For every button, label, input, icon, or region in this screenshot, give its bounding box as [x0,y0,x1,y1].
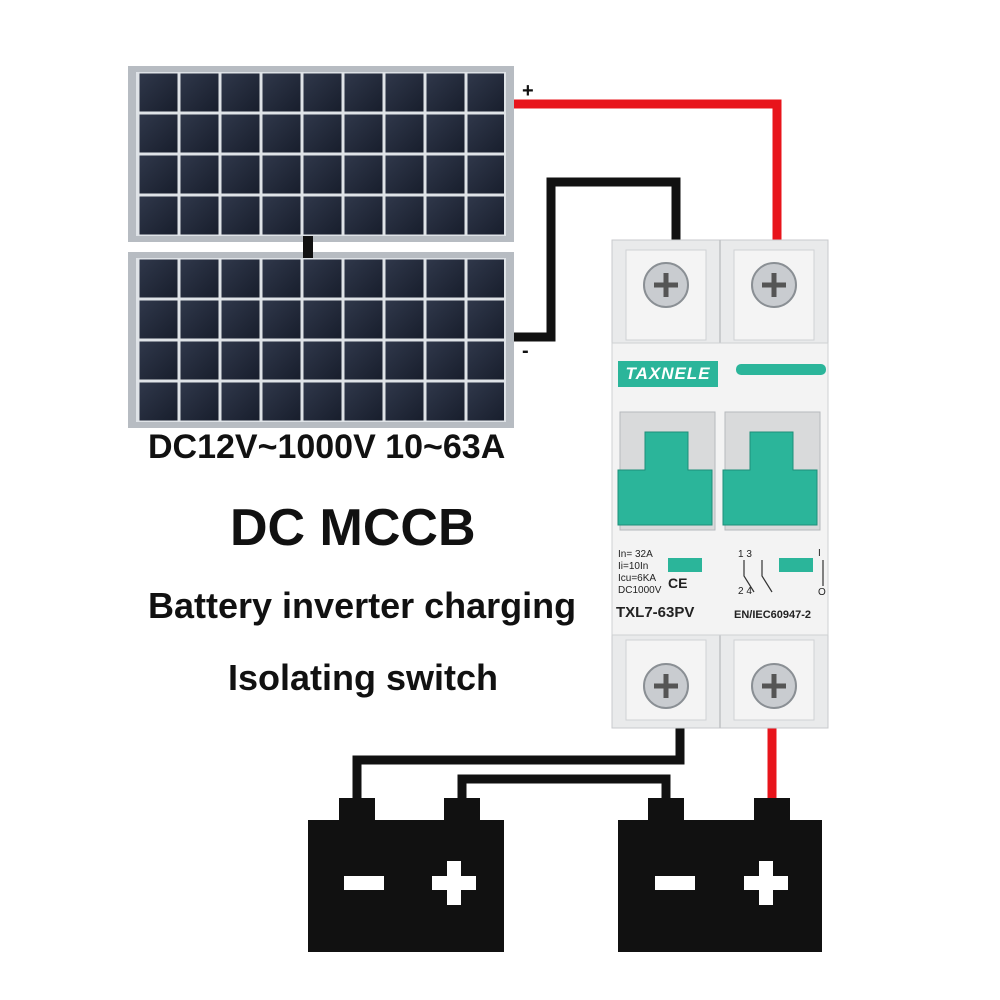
description-line-1: Battery inverter charging [148,585,577,626]
circuit-breaker-icon [611,239,829,729]
screw-terminal-icon [751,663,797,709]
spec-rated-current: In= 32A [618,549,653,560]
solar-panel-bottom [128,252,514,428]
screw-terminal-icon [643,262,689,308]
positive-wire-top [514,99,782,245]
battery-icon [618,798,822,952]
pole-numbers-top: 1 3 [738,549,752,560]
switch-off-symbol: O [818,587,826,598]
panel-link-wire [303,236,313,258]
spec-breaking-capacity: Icu=6KA [618,573,657,584]
negative-wire-bottom [352,728,685,802]
heading: DC MCCB [230,499,476,557]
spec-instant-trip: Ii=10In [618,561,649,572]
battery-icon [308,798,504,952]
pole-numbers-bottom: 2 4 [738,586,752,597]
voltage-range-label: DC12V~1000V 10~63A [148,428,506,466]
screw-terminal-icon [751,262,797,308]
positive-polarity-label: + [522,80,534,102]
description-line-2: Isolating switch [228,657,499,698]
negative-polarity-label: - [522,340,529,362]
spec-dc-voltage: DC1000V [618,585,662,596]
brand-badge: TAXNELE [618,361,718,387]
negative-wire-top [514,177,681,342]
battery-link-wire [457,774,671,802]
ce-mark: CE [668,575,688,591]
screw-terminal-icon [643,663,689,709]
standard-label: EN/IEC60947-2 [734,609,812,621]
solar-panel-top [128,66,514,242]
switch-on-symbol: I [818,548,821,559]
model-number: TXL7-63PV [616,604,695,621]
